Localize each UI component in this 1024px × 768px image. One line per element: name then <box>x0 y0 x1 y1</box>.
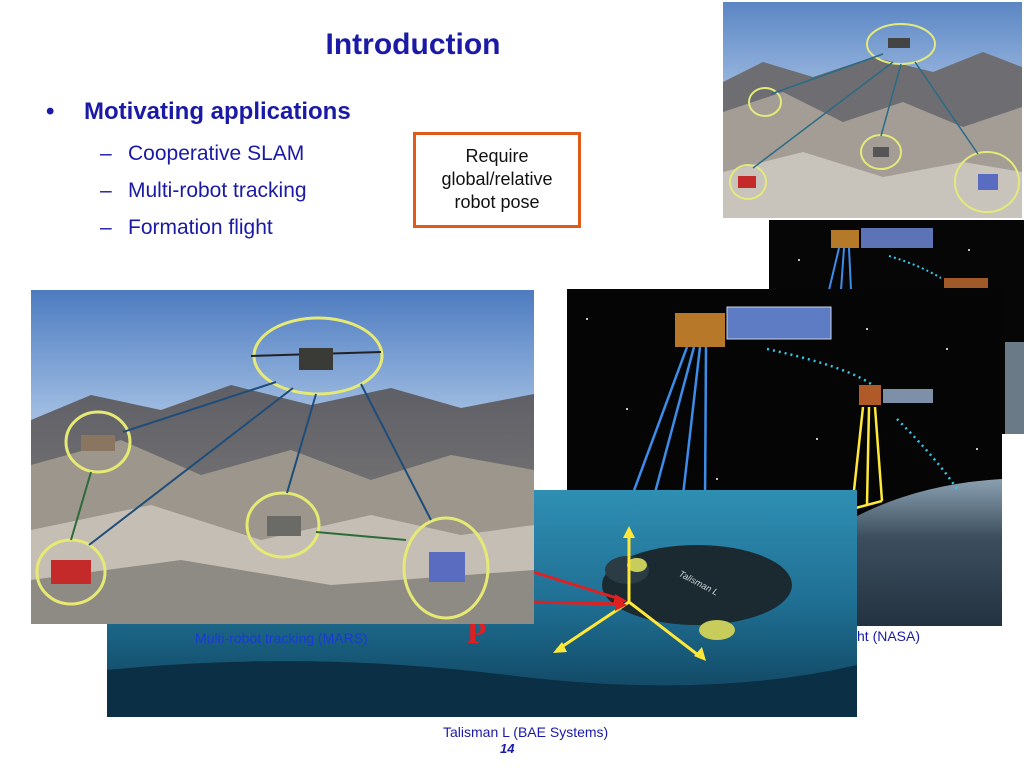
caption-mars: Multi-robot tracking (MARS) <box>195 630 368 646</box>
bullet-text: Motivating applications <box>84 98 351 125</box>
bullet-dot: • <box>46 98 55 125</box>
mars-photo-small <box>723 2 1022 218</box>
caption-talisman: Talisman L (BAE Systems) <box>443 724 609 740</box>
caption-nasa: ht (NASA) <box>857 628 921 644</box>
slide-title: Introduction <box>325 28 501 61</box>
mars-photo-large <box>31 290 534 624</box>
requirement-callout: Require global/relative robot pose <box>413 132 581 228</box>
page-number: 14 <box>500 741 515 756</box>
